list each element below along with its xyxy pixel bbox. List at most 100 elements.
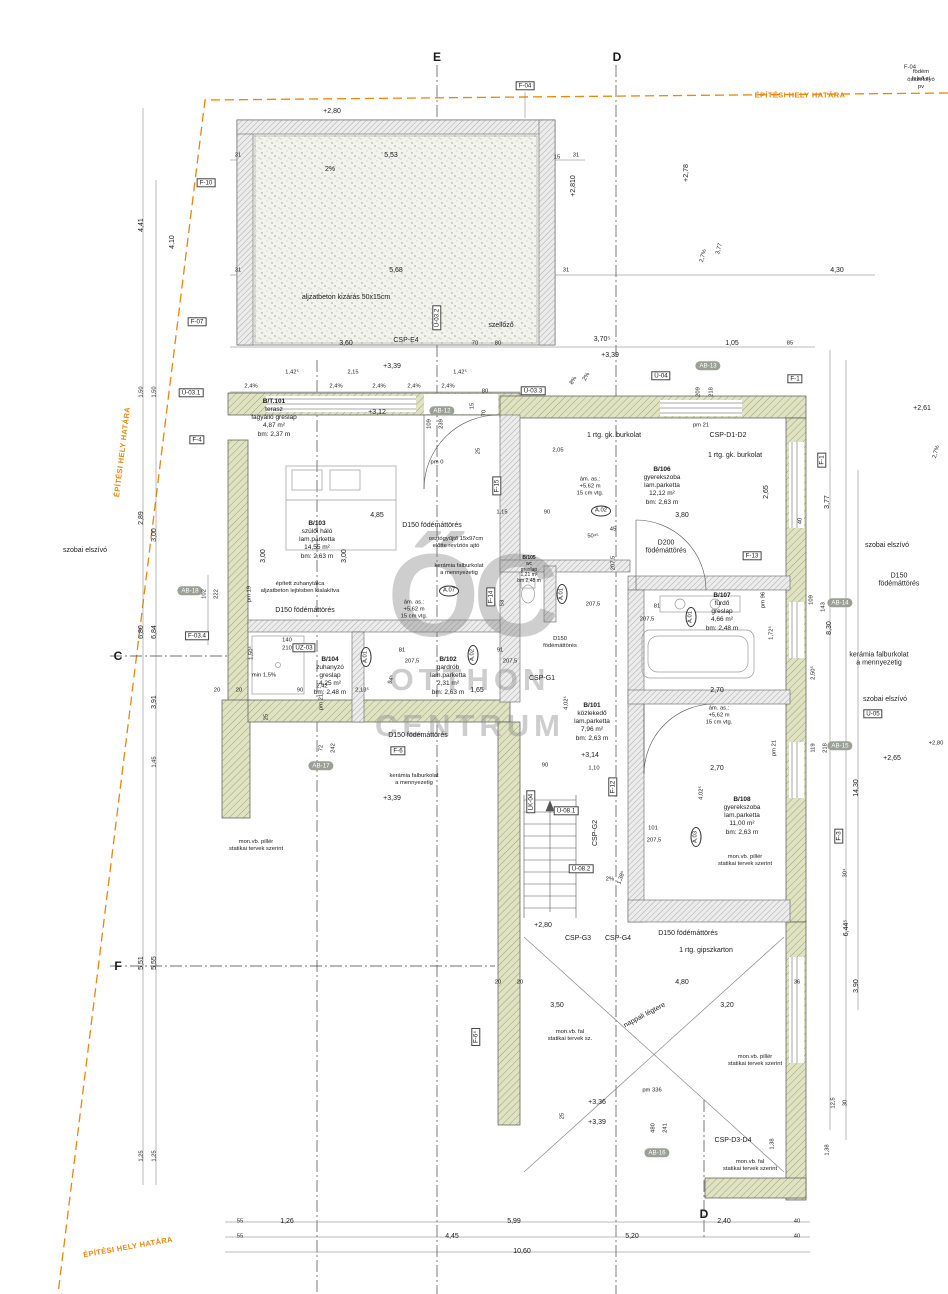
plan-annotation: A.01	[556, 584, 568, 604]
furniture	[251, 465, 755, 695]
room-area: 12,12 m²	[649, 490, 675, 498]
room-area: 11,00 m²	[729, 820, 755, 828]
plan-annotation: 480	[650, 1123, 657, 1133]
room-id: B/106	[653, 466, 671, 473]
plan-annotation: AB-17	[308, 761, 334, 771]
plan-annotation: 207,5	[639, 616, 655, 623]
plan-annotation: AB-12	[429, 406, 455, 416]
room-area: 4,25 m²	[318, 680, 342, 688]
plan-annotation: 1,38	[824, 1144, 831, 1156]
plan-annotation: 20	[213, 687, 221, 694]
corner-note: F-04	[904, 64, 916, 71]
plan-annotation: szellőző	[488, 321, 514, 329]
plan-annotation: 209	[695, 387, 702, 397]
corner-note: összefolyó pv	[907, 77, 935, 90]
plan-annotation: AB-14	[827, 598, 853, 608]
plan-annotation: mon.vb. fal statikai tervek szerint	[722, 1159, 778, 1172]
room-stamp-gardrob: B/102 gardrób lam.parketta 2,31 m² bm: 2…	[430, 656, 466, 697]
room-height: bm: 2,37 m	[257, 430, 291, 438]
plan-annotation: F-14	[486, 587, 496, 607]
plan-annotation: 94⁵	[387, 674, 396, 686]
plan-annotation: épített zuhanytálca aljzatbeton lejtésbe…	[260, 581, 340, 594]
plan-annotation: 90	[541, 762, 549, 769]
plan-annotation: ÜZ-03	[292, 643, 316, 653]
plan-annotation: 207,5	[585, 601, 601, 608]
plan-annotation: 1,15	[496, 509, 508, 516]
grid-label: C	[113, 648, 123, 663]
plan-annotation: +2,80	[323, 107, 341, 115]
room-name: terasz	[265, 406, 283, 414]
room-finish: greslap	[319, 672, 341, 680]
site-boundary-line	[57, 92, 948, 1294]
plan-annotation: 2,50⁵	[810, 666, 817, 680]
plan-annotation: 6,80	[137, 625, 145, 639]
plan-annotation: 2,15	[347, 369, 359, 376]
room-stamp-wc: B/105 wc greslap 1,21 m² bm 2,48 m	[517, 555, 541, 585]
plan-annotation: 2,4%	[441, 383, 455, 390]
plan-annotation: D200 födémáttörés	[645, 539, 687, 555]
room-stamp-gyerekszoba-2: B/108 gyerekszoba lam.parketta 11,00 m² …	[724, 796, 761, 837]
plan-annotation: 207,5	[610, 555, 617, 571]
boundary-label: ÉPÍTÉSI HELY HATÁRA	[82, 1234, 174, 1260]
plan-annotation: 143	[820, 602, 827, 612]
plan-annotation: 2,42	[316, 683, 328, 690]
plan-annotation: 25	[559, 1112, 566, 1120]
plan-annotation: 2%	[324, 165, 336, 173]
plan-annotation: A.02	[591, 505, 611, 517]
plan-annotation: A.03	[690, 827, 702, 847]
plan-annotation: 2,05	[552, 447, 564, 454]
plan-annotation: 119	[810, 743, 817, 753]
plan-annotation: CSP-G2	[591, 819, 599, 847]
plan-annotation: 242	[330, 743, 337, 753]
plan-annotation: 90	[296, 687, 304, 694]
plan-annotation: 30	[842, 1099, 849, 1107]
room-stamp-terasz: B/T.101 terasz fagyálló greslap 4,87 m² …	[251, 398, 297, 439]
plan-annotation: szobai elszívó	[63, 546, 107, 554]
room-name: wc	[525, 560, 533, 567]
plan-annotation: aljzatbeton kizárás 50x15cm	[301, 293, 391, 301]
plan-annotation: A.01	[685, 607, 697, 627]
plan-annotation: 3,50	[550, 1001, 564, 1009]
plan-annotation: F-6	[390, 746, 406, 756]
plan-annotation: pm 0	[430, 459, 444, 466]
plan-annotation: szobai elszívó	[863, 695, 907, 703]
plan-annotation: 4,02⁵	[563, 696, 570, 710]
plan-annotation: 3,77	[823, 495, 831, 509]
plan-annotation: 3,70⁵	[593, 335, 611, 343]
room-stamp-furdo: B/107 fürdő greslap 4,66 m² bm: 2,48 m	[706, 592, 739, 633]
plan-annotation: +2,65	[883, 754, 901, 762]
room-finish: fagyálló greslap	[251, 414, 297, 422]
plan-annotation: 55	[236, 1218, 244, 1225]
room-area: 7,96 m²	[580, 726, 604, 734]
terrace	[236, 119, 556, 346]
plan-annotation: 80	[494, 340, 502, 347]
plan-annotation: 30⁴	[842, 868, 849, 878]
plan-annotation: 85	[786, 340, 794, 347]
plan-annotation: 210	[282, 645, 292, 652]
bed	[285, 465, 397, 551]
boundary-label: ÉPÍTÉSI HELY HATÁRA	[754, 90, 846, 100]
plan-annotation: 1,25	[138, 1150, 145, 1162]
plan-annotation: 5,53	[384, 151, 398, 159]
plan-annotation: 102	[201, 589, 208, 599]
room-height: bm: 2,63 m	[575, 734, 609, 742]
room-id: B/104	[321, 656, 339, 663]
plan-annotation: D150 födémáttörés	[658, 929, 718, 937]
plan-annotation: 70	[471, 340, 479, 347]
room-name: fürdő	[714, 600, 730, 608]
plan-annotation: 1,10	[588, 765, 600, 772]
plan-annotation: CSP-D3-D4	[714, 1136, 752, 1144]
room-stamp-gyerekszoba-1: B/106 gyerekszoba lam.parketta 12,12 m² …	[644, 466, 681, 507]
plan-annotation: 109	[426, 419, 433, 429]
plan-annotation: 1,72⁵	[768, 626, 775, 640]
room-finish: lam.parketta	[430, 672, 466, 680]
room-id: B/108	[733, 796, 751, 803]
plan-annotation: 222	[213, 589, 220, 599]
plan-annotation: 140	[282, 637, 292, 644]
plan-annotation: 8,30	[825, 621, 833, 635]
plan-annotation: F-04	[515, 81, 535, 91]
plan-annotation: AB-18	[177, 586, 203, 596]
plan-annotation: mon.vb. pillér statikai tervek szerint	[717, 854, 773, 867]
plan-annotation: mon.vb. fal statikai tervek sz.	[547, 1029, 593, 1042]
grid-label: D	[612, 49, 622, 64]
